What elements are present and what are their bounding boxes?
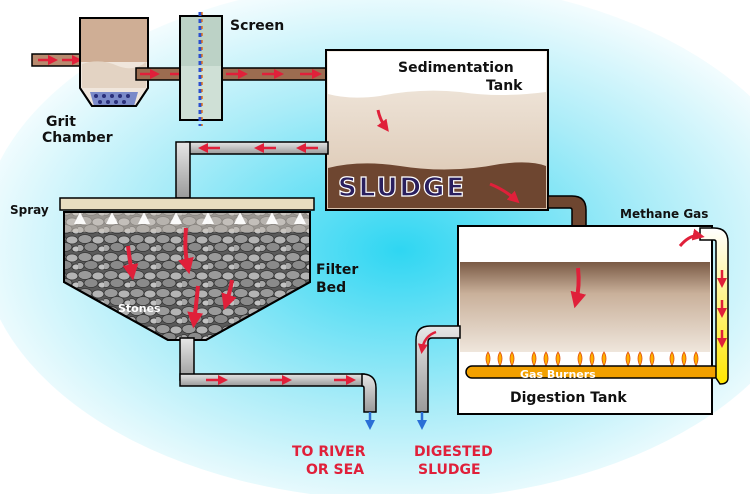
label-river-1: TO RIVER bbox=[292, 444, 366, 460]
label-sedimentation-2: Tank bbox=[486, 78, 523, 94]
inlet-pipe bbox=[31, 53, 85, 67]
label-stones: Stones bbox=[118, 302, 161, 315]
label-grit-1: Grit bbox=[46, 114, 76, 130]
label-sedimentation-1: Sedimentation bbox=[398, 60, 514, 76]
filter-bed bbox=[59, 197, 315, 341]
label-digestion: Digestion Tank bbox=[510, 390, 627, 406]
label-spray: Spray bbox=[10, 203, 49, 217]
screen-unit bbox=[179, 12, 223, 126]
label-gas-burners: Gas Burners bbox=[520, 368, 596, 381]
label-grit-2: Chamber bbox=[42, 130, 113, 146]
label-sludge: SLUDGE bbox=[338, 173, 466, 203]
methane-pipe bbox=[678, 227, 729, 385]
pipe-to-filter bbox=[175, 141, 329, 199]
label-digested-1: DIGESTED bbox=[414, 444, 493, 460]
pipe-to-river bbox=[179, 337, 377, 430]
label-digested-2: SLUDGE bbox=[418, 462, 481, 478]
sedimentation-tank bbox=[325, 49, 549, 211]
label-filter-1: Filter bbox=[316, 262, 358, 278]
label-filter-2: Bed bbox=[316, 280, 346, 296]
label-screen: Screen bbox=[230, 18, 284, 34]
grit-chamber bbox=[79, 17, 149, 107]
label-methane: Methane Gas bbox=[620, 207, 708, 221]
pipe-digested-sludge bbox=[415, 325, 461, 430]
digestion-tank bbox=[457, 225, 721, 415]
label-river-2: OR SEA bbox=[306, 462, 364, 478]
